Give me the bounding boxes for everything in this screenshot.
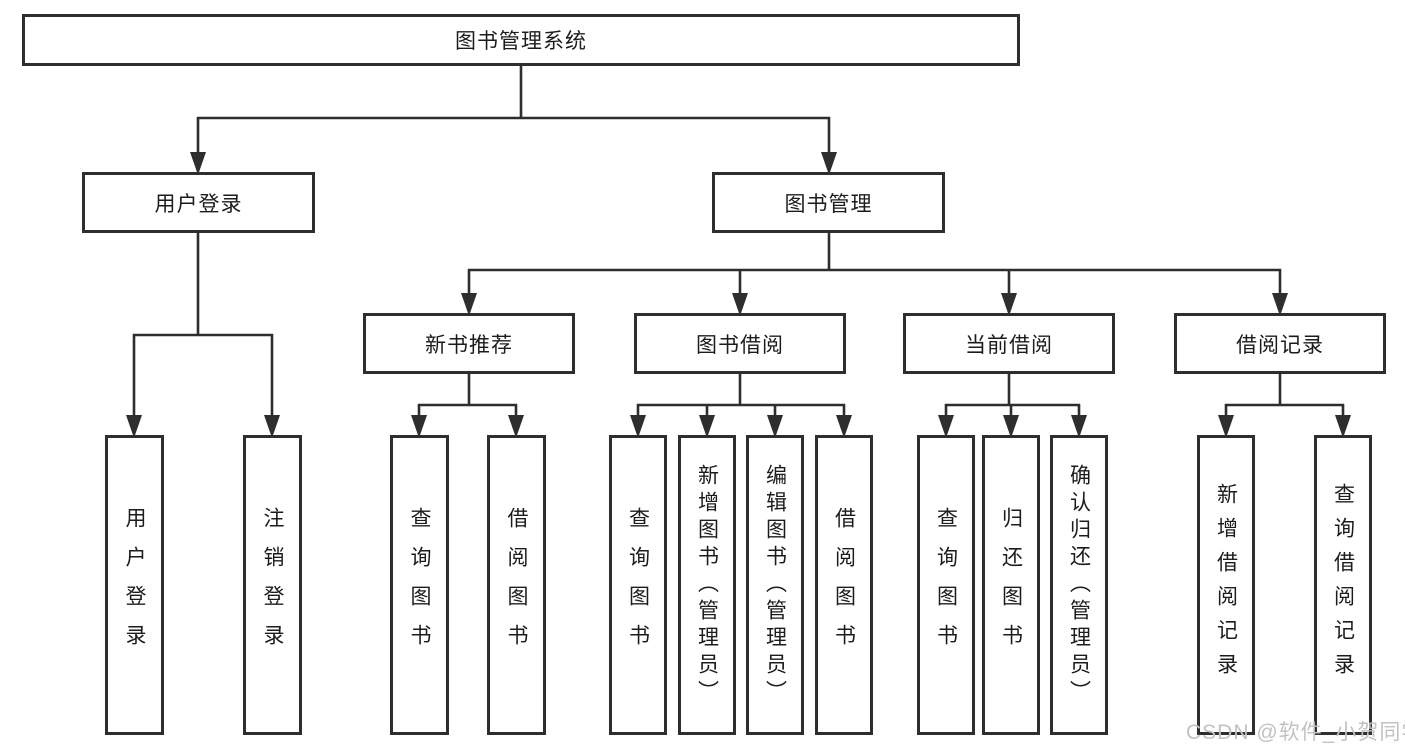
node-label: 借阅图书 [505,507,528,663]
node-user-login: 用户登录 [82,172,315,233]
node-label: 确认归还（管理员） [1067,463,1091,707]
csdn-watermark: CSDN @软件_小贺同学 [1186,721,1405,744]
node-borrow-records: 借阅记录 [1174,313,1386,374]
node-book-management: 图书管理 [712,172,945,233]
node-label: 图书管理系统 [455,30,587,53]
leaf-query-books-2: 查询图书 [609,435,667,735]
leaf-borrow-books-2: 借阅图书 [815,435,873,735]
leaf-query-borrow-record: 查询借阅记录 [1314,435,1372,735]
node-label: 归还图书 [999,507,1023,663]
node-label: 当前借阅 [965,333,1053,357]
node-book-borrow: 图书借阅 [634,313,846,374]
leaf-borrow-books-1: 借阅图书 [487,435,546,735]
node-label: 图书管理 [784,192,873,216]
leaf-confirm-return-admin: 确认归还（管理员） [1050,435,1108,735]
leaf-edit-books-admin: 编辑图书（管理员） [746,435,804,735]
node-current-borrow: 当前借阅 [903,313,1115,374]
node-label: 注销登录 [261,507,284,663]
node-label: 编辑图书（管理员） [763,463,787,707]
leaf-return-books: 归还图书 [982,435,1040,735]
leaf-add-borrow-record: 新增借阅记录 [1197,435,1255,735]
leaf-user-login: 用户登录 [105,435,164,735]
node-label: 查询图书 [408,507,431,663]
arrowheads [126,152,1351,438]
leaf-add-books-admin: 新增图书（管理员） [678,435,736,735]
node-label: 用户登录 [154,192,243,216]
node-root: 图书管理系统 [22,14,1020,66]
node-new-book-recommend: 新书推荐 [363,313,575,374]
node-label: 查询图书 [934,507,958,663]
leaf-query-books-3: 查询图书 [917,435,975,735]
node-label: 新增图书（管理员） [695,463,719,707]
node-label: 借阅记录 [1236,333,1324,357]
node-label: 查询借阅记录 [1331,483,1355,687]
node-label: 查询图书 [626,507,650,663]
leaf-logout-login: 注销登录 [243,435,302,735]
node-label: 用户登录 [123,507,146,663]
node-label: 借阅图书 [832,507,856,663]
node-label: 新增借阅记录 [1214,483,1238,687]
node-label: 新书推荐 [425,333,513,357]
leaf-query-books-1: 查询图书 [390,435,449,735]
node-label: 图书借阅 [696,333,784,357]
